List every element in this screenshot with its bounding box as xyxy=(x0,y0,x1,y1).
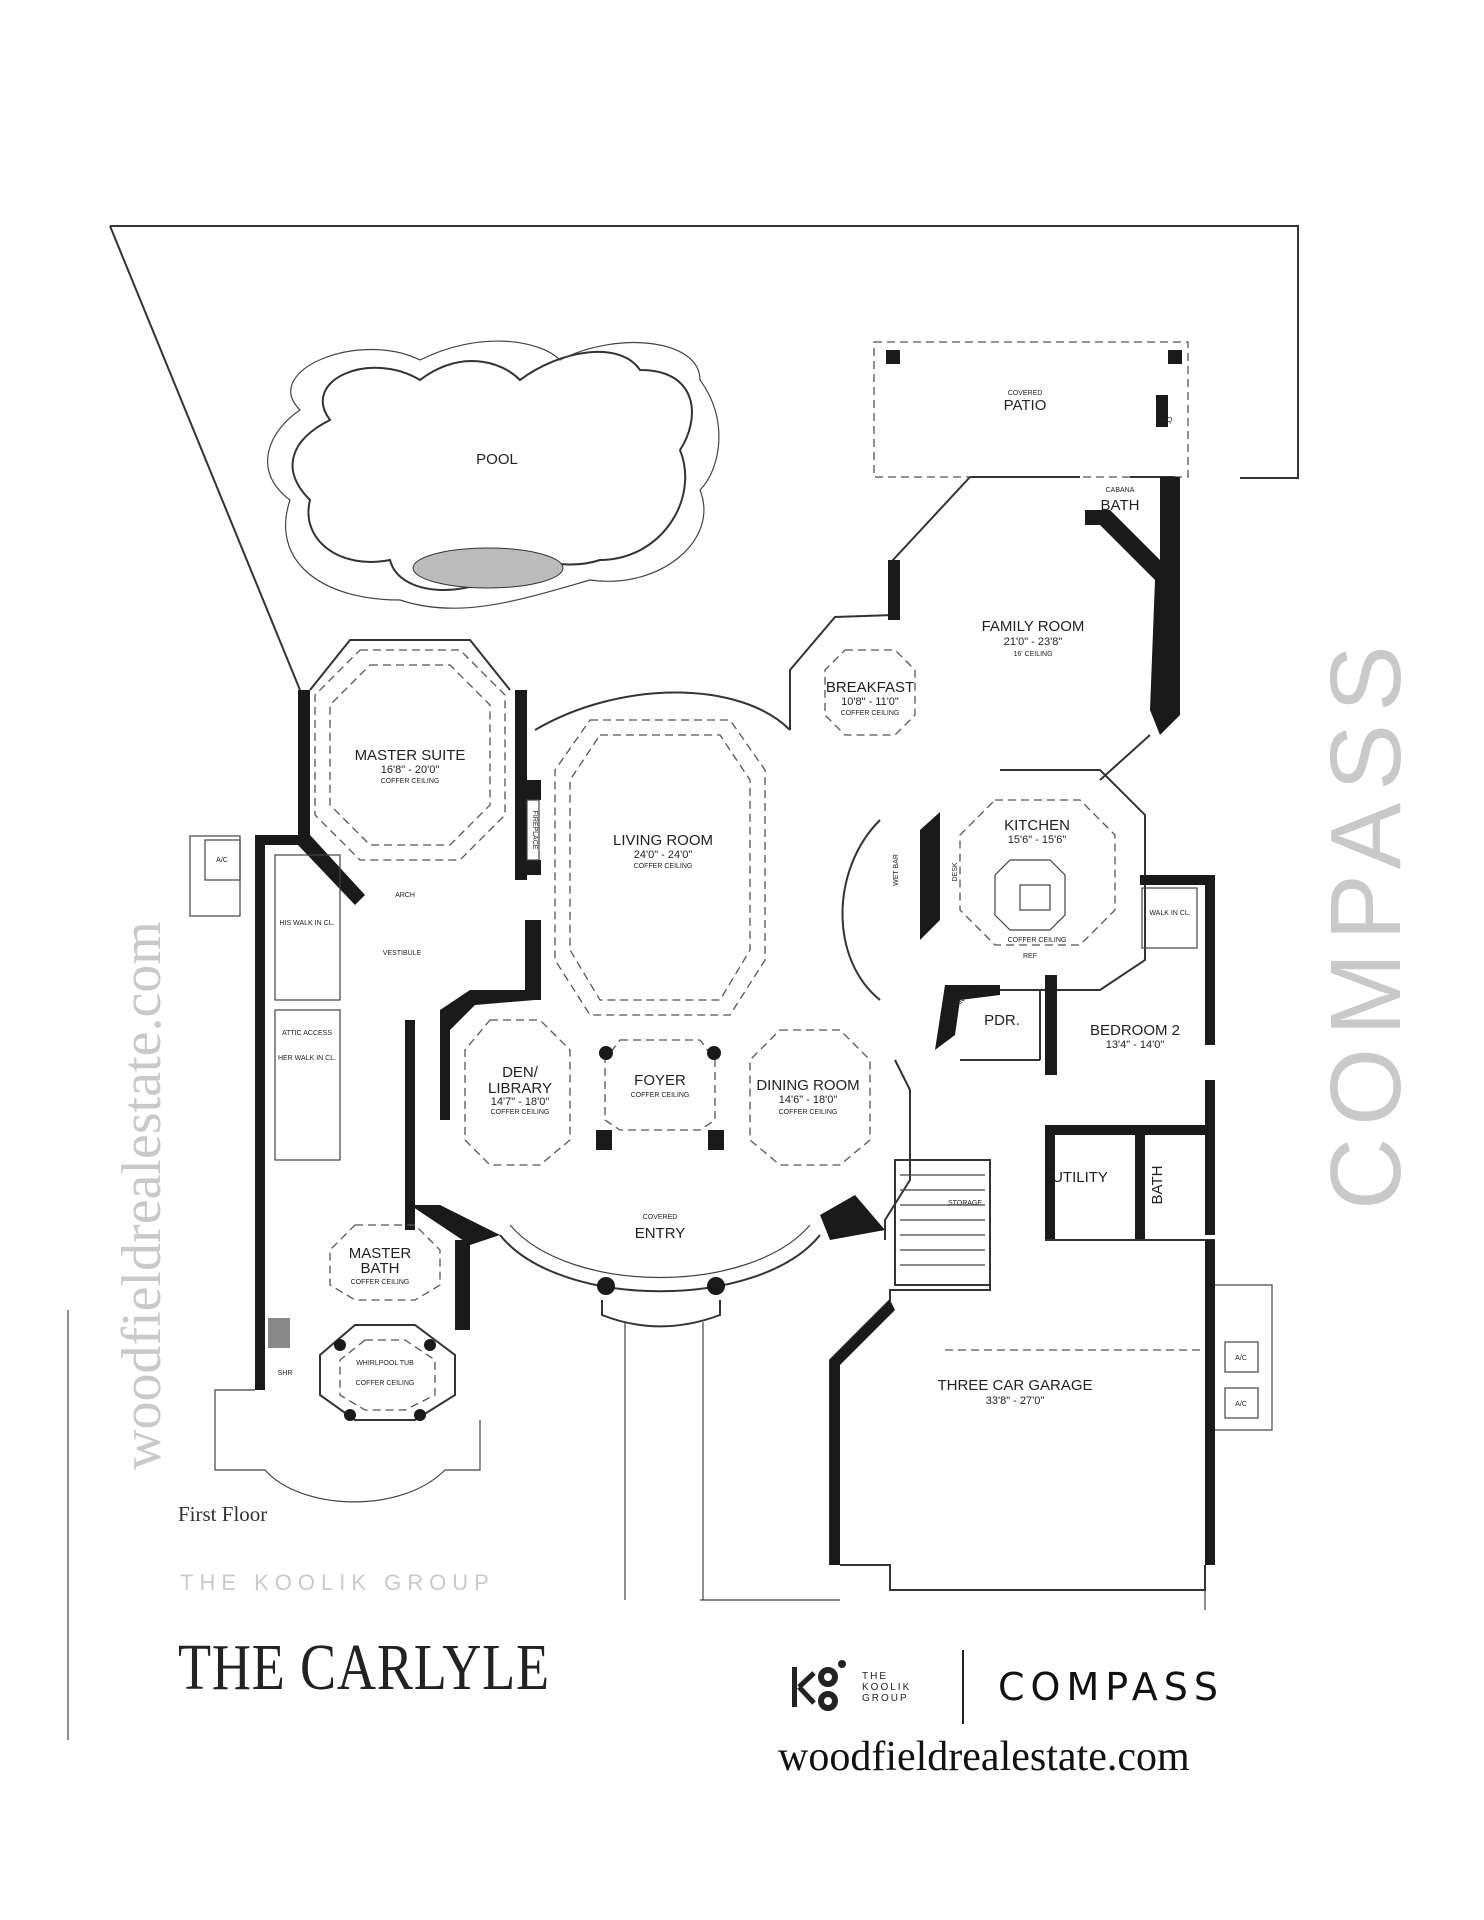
living-room-ceiling xyxy=(569,734,751,1001)
label-dining-dim: 14'6" - 18'0" xyxy=(779,1094,838,1106)
label-attic-access: ATTIC ACCESS xyxy=(282,1030,332,1037)
label-master-suite-dim: 16'8" - 20'0" xyxy=(381,764,440,776)
label-family-note: 16' CEILING xyxy=(1013,651,1052,658)
label-master-suite: MASTER SUITE xyxy=(355,747,466,764)
garage-walls xyxy=(829,1240,991,1565)
label-ac-1: A/C xyxy=(216,857,228,864)
label-pdr: PDR. xyxy=(984,1012,1020,1029)
label-breakfast: BREAKFAST xyxy=(826,679,914,696)
label-ac-2: A/C xyxy=(1235,1355,1247,1362)
foyer-ceiling xyxy=(604,1039,716,1131)
label-dining-note: COFFER CEILING xyxy=(779,1109,838,1116)
label-cabana-bath: BATH xyxy=(1101,497,1140,514)
label-arch: ARCH xyxy=(395,892,415,899)
label-entry-small: COVERED xyxy=(643,1214,678,1221)
breakfast-ceiling xyxy=(824,649,916,736)
brand-divider xyxy=(962,1650,964,1724)
label-master-bath-note: COFFER CEILING xyxy=(351,1279,410,1286)
label-ref: REF xyxy=(1023,953,1037,960)
label-covered-entry: ENTRY xyxy=(635,1225,686,1242)
label-master-bath: MASTER xyxy=(349,1245,412,1262)
koolik-wordmark: THE KOOLIK GROUP xyxy=(862,1671,932,1704)
koolik-line-3: GROUP xyxy=(862,1692,909,1704)
label-desk: DESK xyxy=(952,862,959,881)
label-her-walk-in: HER WALK IN CL. xyxy=(278,1055,336,1062)
label-master-suite-note: COFFER CEILING xyxy=(381,778,440,785)
room-labels: POOL COVERED PATIO BBQ CABANA BATH FAMIL… xyxy=(216,390,1247,1408)
dining-ceiling xyxy=(749,1029,871,1166)
label-garage-dim: 33'8" - 27'0" xyxy=(986,1395,1045,1407)
label-den-note: COFFER CEILING xyxy=(491,1109,550,1116)
label-shower: SHR xyxy=(278,1370,293,1377)
label-den: DEN/ xyxy=(502,1064,539,1081)
branding: THE KOOLIK GROUP COMPASS xyxy=(790,1650,1224,1724)
label-storage: STORAGE xyxy=(948,1200,982,1207)
label-kitchen-note: COFFER CEILING xyxy=(1008,937,1067,944)
label-kitchen: KITCHEN xyxy=(1004,817,1070,834)
watermark-koolik: THE KOOLIK GROUP xyxy=(180,1570,495,1595)
label-his-walk-in: HIS WALK IN CL. xyxy=(280,920,335,927)
label-fireplace: FIREPLACE xyxy=(531,811,538,850)
label-cabana-small: CABANA xyxy=(1106,487,1135,494)
label-walk-in: WALK IN CL. xyxy=(1149,910,1190,917)
watermark-compass: COMPASS xyxy=(1310,633,1422,1210)
floor-label: First Floor xyxy=(178,1502,268,1526)
label-utility: UTILITY xyxy=(1052,1169,1108,1186)
pool-planter xyxy=(412,547,564,589)
label-breakfast-dim: 10'8" - 11'0" xyxy=(841,696,899,708)
label-patio: PATIO xyxy=(1004,397,1047,414)
website-url: woodfieldrealestate.com xyxy=(778,1734,1190,1780)
watermark-site: woodfieldrealestate.com xyxy=(111,921,173,1470)
label-den-dim: 14'7" - 18'0" xyxy=(491,1096,550,1108)
label-library: LIBRARY xyxy=(488,1080,552,1097)
label-living-dim: 24'0" - 24'0" xyxy=(634,849,693,861)
covered-entry-arc xyxy=(499,1234,821,1293)
label-breakfast-note: COFFER CEILING xyxy=(841,710,900,717)
label-master-bath-2: BATH xyxy=(361,1260,400,1277)
label-dining-room: DINING ROOM xyxy=(756,1077,859,1094)
koolik-line-1: THE xyxy=(862,1670,888,1682)
label-family-room: FAMILY ROOM xyxy=(982,618,1085,635)
label-bedroom-2: BEDROOM 2 xyxy=(1090,1022,1180,1039)
lot-boundary xyxy=(109,225,1299,691)
label-patio-small: COVERED xyxy=(1008,390,1043,397)
label-whirlpool: WHIRLPOOL TUB xyxy=(356,1360,414,1367)
label-foyer: FOYER xyxy=(634,1072,686,1089)
label-garage: THREE CAR GARAGE xyxy=(937,1377,1092,1394)
label-whirlpool-note: COFFER CEILING xyxy=(356,1380,415,1387)
pool-outer xyxy=(267,340,720,609)
plan-title: THE CARLYLE xyxy=(178,1631,550,1704)
label-vestibule: VESTIBULE xyxy=(383,950,422,957)
koolik-line-2: KOOLIK xyxy=(862,1681,912,1693)
pool xyxy=(291,350,693,591)
label-pool: POOL xyxy=(476,451,518,468)
label-bbq: BBQ xyxy=(1158,417,1173,424)
den-ceiling xyxy=(464,1019,571,1166)
label-living-note: COFFER CEILING xyxy=(634,863,693,870)
koolik-logo-icon xyxy=(790,1659,850,1715)
compass-logo: COMPASS xyxy=(998,1665,1224,1709)
label-kitchen-dim: 15'6" - 15'6" xyxy=(1008,834,1067,846)
label-foyer-note: COFFER CEILING xyxy=(631,1092,690,1099)
label-living-room: LIVING ROOM xyxy=(613,832,713,849)
label-wet-bar: WET BAR xyxy=(893,854,900,886)
label-family-dim: 21'0" - 23'8" xyxy=(1004,636,1063,648)
label-bath: BATH xyxy=(1149,1166,1166,1205)
label-ac-3: A/C xyxy=(1235,1401,1247,1408)
kitchen-ceiling xyxy=(959,799,1116,946)
label-bedroom-2-dim: 13'4" - 14'0" xyxy=(1106,1039,1165,1051)
